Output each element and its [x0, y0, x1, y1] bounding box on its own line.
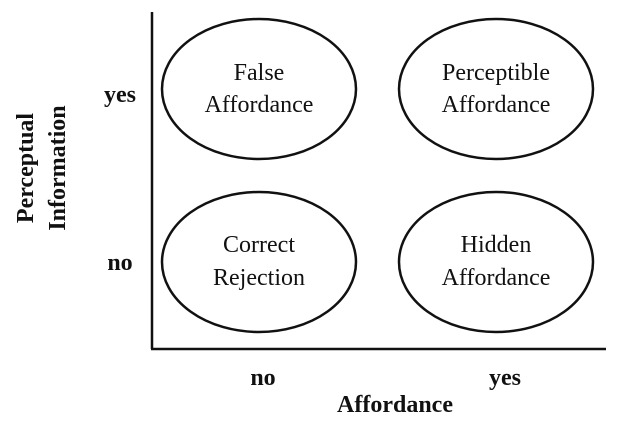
cell-hidden-affordance: Hidden Affordance: [397, 190, 595, 334]
cell-correct-rejection: Correct Rejection: [160, 190, 358, 334]
y-axis-title-line2: Information: [45, 105, 71, 230]
x-tick-no: no: [250, 365, 275, 391]
cell-correct-rejection-ellipse: [160, 190, 358, 334]
y-axis-title-line1: Perceptual: [13, 113, 39, 224]
cell-false-affordance-line1: False: [234, 60, 285, 86]
cell-hidden-affordance-line1: Hidden: [461, 232, 532, 258]
y-tick-yes: yes: [104, 82, 136, 108]
x-axis-title: Affordance: [337, 392, 453, 418]
cell-perceptible-affordance-ellipse: [397, 17, 595, 161]
x-tick-yes: yes: [489, 365, 521, 391]
y-tick-no: no: [107, 250, 132, 276]
y-axis-title: Perceptual Information: [13, 105, 71, 230]
cell-false-affordance: False Affordance: [160, 17, 358, 161]
cell-correct-rejection-line2: Rejection: [213, 265, 305, 291]
cell-perceptible-affordance-line1: Perceptible: [442, 60, 550, 86]
cell-perceptible-affordance: Perceptible Affordance: [397, 17, 595, 161]
cell-perceptible-affordance-line2: Affordance: [442, 92, 551, 118]
cell-hidden-affordance-line2: Affordance: [442, 265, 551, 291]
cell-false-affordance-ellipse: [160, 17, 358, 161]
cell-hidden-affordance-ellipse: [397, 190, 595, 334]
cell-correct-rejection-line1: Correct: [223, 232, 295, 258]
cell-false-affordance-line2: Affordance: [205, 92, 314, 118]
